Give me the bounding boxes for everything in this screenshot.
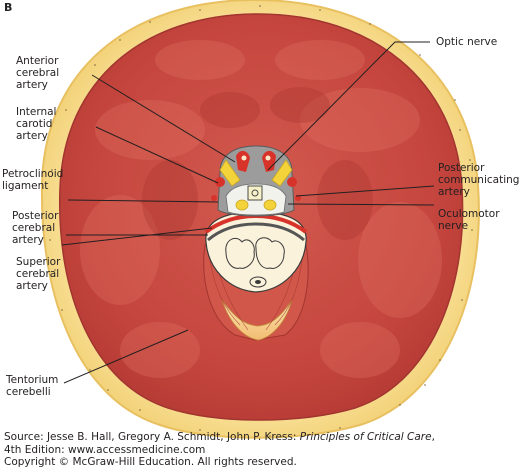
copyright-line: Copyright © McGraw-Hill Education. All r…: [4, 456, 297, 468]
label-petroclinoid-ligament: Petroclinoid ligament: [2, 168, 64, 192]
leader-lines: [61, 41, 435, 384]
label-posterior-cerebral-artery: Posterior cerebral artery: [12, 210, 59, 246]
leader-anterior-cerebral-artery: [91, 74, 236, 163]
edition-line: 4th Edition: www.accessmedicine.com: [4, 443, 206, 456]
carotid-arteries: [211, 150, 301, 201]
label-tentorium-cerebelli: Tentorium cerebelli: [6, 374, 59, 398]
panel-letter: B: [4, 1, 13, 14]
label-oculomotor-nerve: Oculomotor nerve: [438, 208, 500, 232]
leader-tentorium-cerebelli: [63, 329, 189, 384]
label-optic-nerve: Optic nerve: [436, 36, 498, 48]
leader-petroclinoid-ligament: [67, 199, 219, 203]
label-internal-carotid-artery: Internal carotid artery: [16, 106, 57, 142]
label-anterior-cerebral-artery: Anterior cerebral artery: [16, 55, 60, 91]
source-prefix: Source: Jesse B. Hall, Gregory A. Schmid…: [4, 431, 300, 443]
source-credit: Source: Jesse B. Hall, Gregory A. Schmid…: [4, 431, 435, 469]
optic-nerves: [219, 159, 293, 211]
leader-posterior-communicating-artery: [295, 185, 435, 197]
label-superior-cerebral-artery: Superior cerebral artery: [16, 256, 61, 292]
midbrain: [205, 211, 307, 293]
book-title: Principles of Critical Care: [299, 431, 432, 443]
leader-internal-carotid-artery: [95, 126, 219, 184]
label-posterior-communicating-artery: Posterior communicating artery: [438, 162, 520, 198]
leader-oculomotor-nerve: [287, 203, 435, 206]
source-suffix: ,: [431, 431, 435, 443]
leader-superior-cerebral-artery: [61, 227, 213, 246]
source-line: Source: Jesse B. Hall, Gregory A. Schmid…: [4, 431, 435, 444]
leader-optic-nerve: [267, 41, 430, 171]
